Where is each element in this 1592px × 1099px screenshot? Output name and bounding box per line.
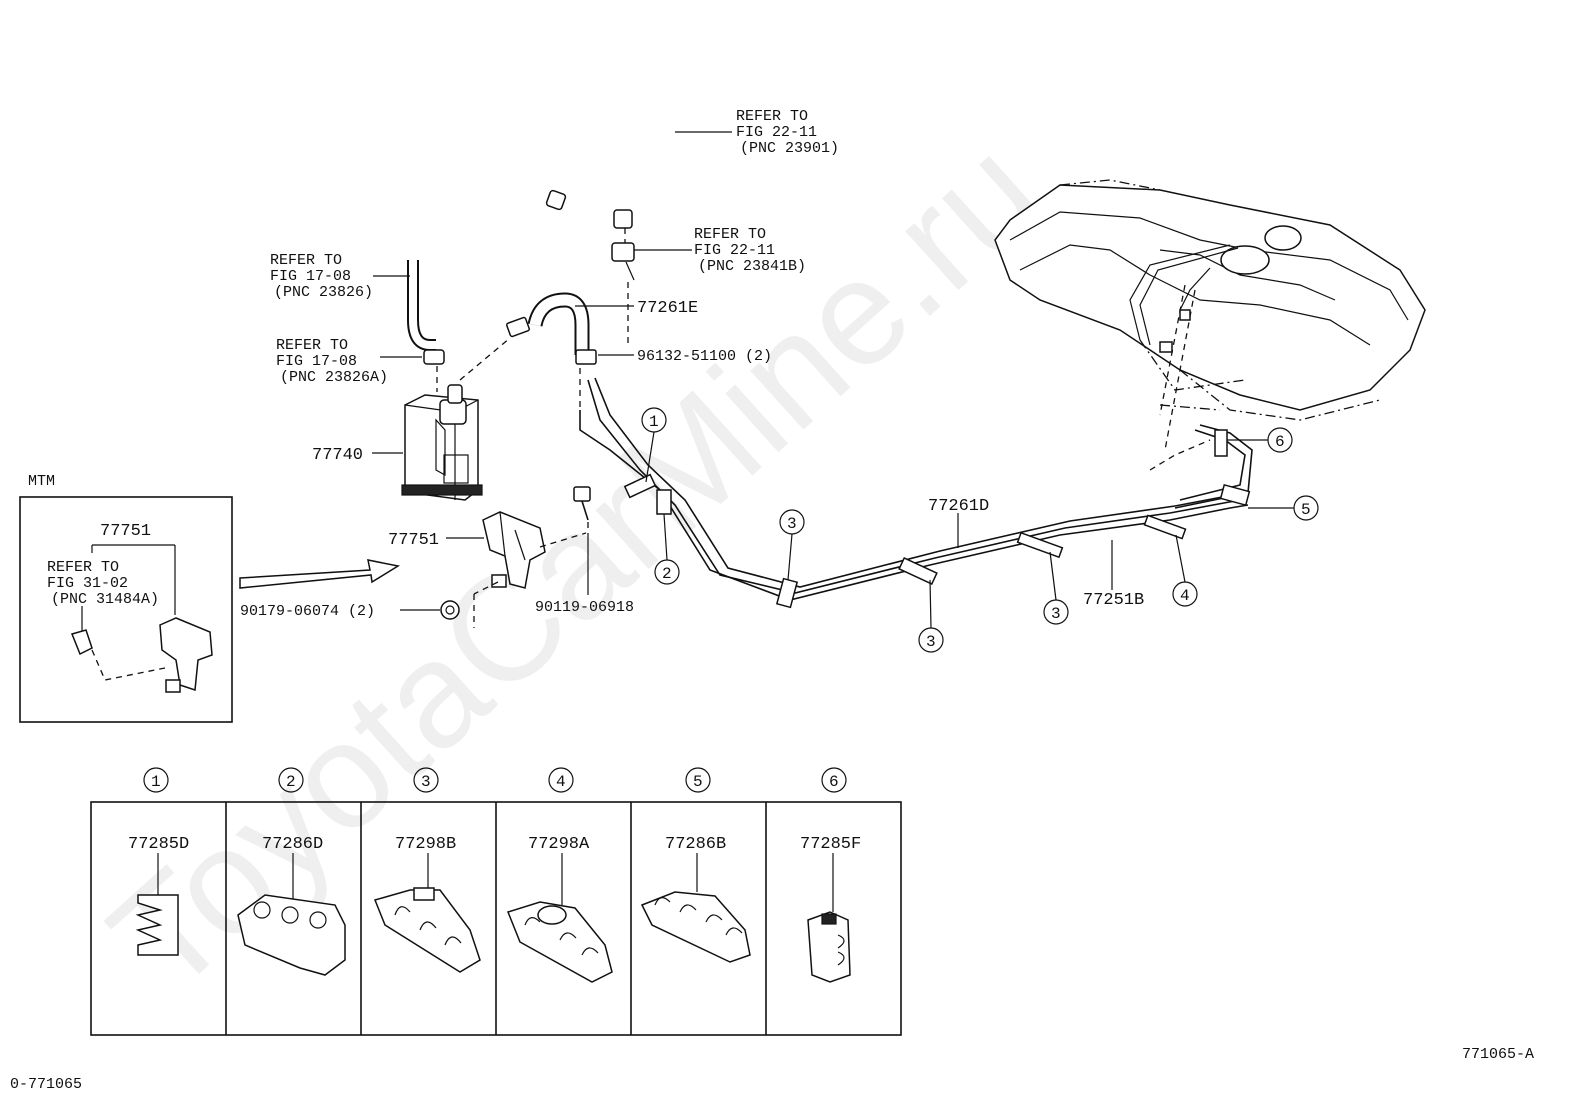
clamp-table-col-1: 1 77285D bbox=[128, 767, 189, 956]
inset-part-number-77751: 77751 bbox=[100, 522, 151, 541]
part-number-77740: 77740 bbox=[312, 446, 363, 465]
clamp-table-col-4: 4 77298A bbox=[507, 767, 613, 983]
pnc-text: (PNC 23841B) bbox=[698, 258, 806, 275]
clamp-table-col-5: 5 77286B bbox=[640, 767, 751, 963]
svg-text:6: 6 bbox=[1275, 433, 1285, 451]
clamp-icon bbox=[373, 889, 481, 973]
canister-bracket-77751 bbox=[482, 511, 546, 589]
footer-figure-code: 0-771065 bbox=[10, 1076, 82, 1093]
part-number-90119: 90119-06918 bbox=[535, 599, 634, 616]
clip-23826a bbox=[423, 349, 445, 365]
clamp-index: 6 bbox=[829, 773, 839, 791]
pnc-text: (PNC 23826) bbox=[274, 284, 373, 301]
clamp-table bbox=[90, 801, 902, 1036]
clamp-part-number: 77285F bbox=[800, 835, 861, 854]
callout-3a: 3 bbox=[779, 509, 805, 581]
pnc-text: (PNC 23826A) bbox=[280, 369, 388, 386]
svg-text:2: 2 bbox=[662, 565, 672, 583]
clamp-icon bbox=[623, 429, 1251, 609]
part-number-77261e: 77261E bbox=[637, 299, 698, 318]
footer-illustration-code: 771065-A bbox=[1462, 1046, 1534, 1063]
pnc-text: (PNC 23901) bbox=[740, 140, 839, 157]
part-number-96132: 96132-51100 (2) bbox=[637, 348, 772, 365]
clamp-part-number: 77286D bbox=[262, 835, 323, 854]
mtm-inset-box bbox=[19, 496, 233, 723]
refer-label-23901: REFER TO FIG 22-11 (PNC 23901) bbox=[736, 108, 839, 157]
refer-to-text: REFER TO bbox=[276, 337, 348, 354]
fig-text: FIG 17-08 bbox=[270, 268, 351, 285]
callout-2: 2 bbox=[654, 513, 680, 585]
callout-1: 1 bbox=[641, 407, 667, 483]
clamp-part-number: 77298B bbox=[395, 835, 456, 854]
clamp-icon bbox=[507, 901, 613, 983]
callout-3c: 3 bbox=[1043, 551, 1069, 625]
clamp-index: 5 bbox=[693, 773, 703, 791]
hose-77261e bbox=[527, 292, 590, 355]
charcoal-canister-icon bbox=[401, 384, 483, 501]
part-number-77261d: 77261D bbox=[928, 497, 989, 516]
fig-text: FIG 22-11 bbox=[736, 124, 817, 141]
clamp-index: 3 bbox=[421, 773, 431, 791]
mtm-label: MTM bbox=[28, 473, 55, 490]
clamp-icon bbox=[237, 894, 346, 976]
watermark: ToyotaCarMine.ru bbox=[79, 107, 1071, 1024]
clamp-part-number: 77298A bbox=[528, 835, 590, 854]
clip-96132 bbox=[575, 349, 597, 365]
svg-text:1: 1 bbox=[649, 413, 659, 431]
callout-4: 4 bbox=[1172, 534, 1198, 607]
refer-to-text: REFER TO bbox=[270, 252, 342, 269]
bolt-icon bbox=[573, 486, 591, 521]
refer-to-text: REFER TO bbox=[694, 226, 766, 243]
svg-text:4: 4 bbox=[1180, 587, 1190, 605]
callout-5: 5 bbox=[1248, 495, 1319, 521]
clamp-index: 2 bbox=[286, 773, 296, 791]
clamp-table-col-6: 6 77285F bbox=[800, 767, 861, 983]
refer-to-text: REFER TO bbox=[47, 559, 119, 576]
clamp-part-number: 77285D bbox=[128, 835, 189, 854]
nut-icon bbox=[440, 600, 460, 620]
pnc-text: (PNC 31484A) bbox=[51, 591, 159, 608]
inset-bracket-icon bbox=[70, 617, 213, 693]
svg-text:5: 5 bbox=[1301, 501, 1311, 519]
vent-hose-23826 bbox=[407, 260, 436, 351]
filler-hose bbox=[545, 90, 699, 229]
clamp-icon bbox=[135, 894, 179, 956]
hose-clip-23841b bbox=[611, 242, 635, 281]
clamp-table-col-2: 2 77286D bbox=[237, 767, 346, 976]
fig-text: FIG 22-11 bbox=[694, 242, 775, 259]
clamp-index: 4 bbox=[556, 773, 566, 791]
part-number-90179: 90179-06074 (2) bbox=[240, 603, 375, 620]
clamp-index: 1 bbox=[151, 773, 161, 791]
clamp-icon bbox=[640, 891, 751, 963]
svg-text:3: 3 bbox=[1051, 605, 1061, 623]
fig-text: FIG 17-08 bbox=[276, 353, 357, 370]
callout-6: 6 bbox=[1227, 427, 1293, 453]
svg-text:3: 3 bbox=[926, 633, 936, 651]
clamp-part-number: 77286B bbox=[665, 835, 726, 854]
refer-to-text: REFER TO bbox=[736, 108, 808, 125]
clamp-table-col-3: 3 77298B bbox=[373, 767, 481, 973]
arrow-right-icon bbox=[239, 559, 401, 589]
part-number-77251b: 77251B bbox=[1083, 591, 1144, 610]
part-number-77751: 77751 bbox=[388, 531, 439, 550]
fuel-tank-icon bbox=[994, 184, 1426, 411]
callout-3b: 3 bbox=[918, 579, 944, 653]
svg-text:3: 3 bbox=[787, 515, 797, 533]
fig-text: FIG 31-02 bbox=[47, 575, 128, 592]
